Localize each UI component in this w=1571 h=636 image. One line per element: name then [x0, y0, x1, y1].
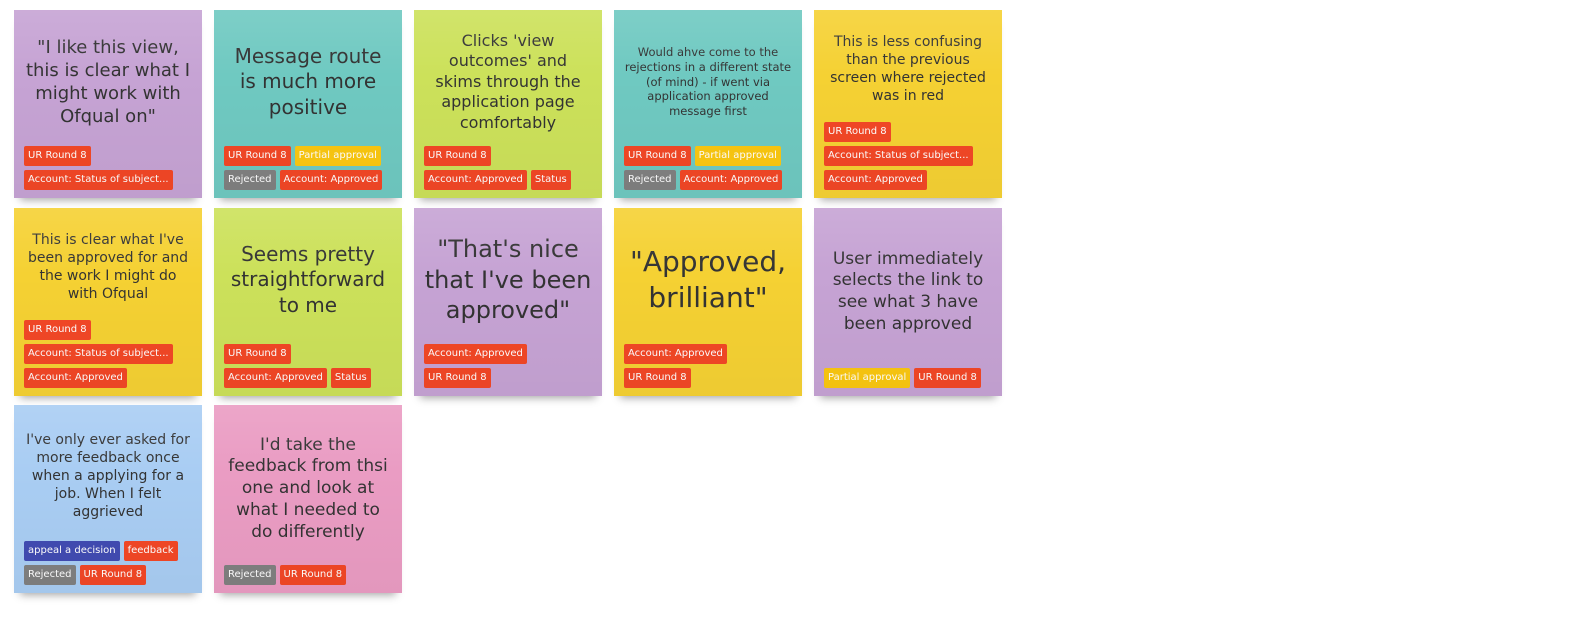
- tag-ur-round-8[interactable]: UR Round 8: [224, 344, 291, 364]
- note-tags: Rejected UR Round 8: [224, 565, 392, 585]
- tag-account-status-of-subject[interactable]: Account: Status of subject...: [24, 344, 173, 364]
- tag-rejected[interactable]: Rejected: [224, 565, 276, 585]
- tag-ur-round-8[interactable]: UR Round 8: [424, 368, 491, 388]
- note-tags: UR Round 8 Partial approval Rejected Acc…: [224, 146, 392, 190]
- note-tags: UR Round 8 Account: Approved Status: [224, 344, 392, 388]
- tag-account-approved[interactable]: Account: Approved: [679, 170, 783, 190]
- tag-rejected[interactable]: Rejected: [24, 565, 76, 585]
- tag-ur-round-8[interactable]: UR Round 8: [24, 146, 91, 166]
- tag-account-approved[interactable]: Account: Approved: [824, 170, 927, 190]
- note-tags: Account: Approved UR Round 8: [424, 344, 592, 388]
- tag-feedback[interactable]: feedback: [123, 541, 178, 561]
- tag-account-approved[interactable]: Account: Approved: [624, 344, 727, 364]
- note-text: Message route is much more positive: [234, 43, 382, 119]
- sticky-note[interactable]: "That's nice that I've been approved" Ac…: [414, 208, 602, 396]
- sticky-note[interactable]: I'd take the feedback from thsi one and …: [214, 405, 402, 593]
- tag-ur-round-8[interactable]: UR Round 8: [824, 122, 891, 142]
- note-tags: UR Round 8 Account: Status of subject...…: [24, 320, 192, 388]
- tag-ur-round-8[interactable]: UR Round 8: [624, 146, 691, 166]
- tag-ur-round-8[interactable]: UR Round 8: [914, 368, 981, 388]
- note-tags: Account: Approved UR Round 8: [624, 344, 792, 388]
- tag-account-approved[interactable]: Account: Approved: [24, 368, 127, 388]
- note-text: "I like this view, this is clear what I …: [25, 36, 191, 128]
- note-tags: UR Round 8 Account: Status of subject...: [24, 146, 192, 190]
- note-text: User immediately selects the link to see…: [832, 248, 984, 334]
- sticky-note[interactable]: Message route is much more positive UR R…: [214, 10, 402, 198]
- sticky-note[interactable]: "I like this view, this is clear what I …: [14, 10, 202, 198]
- note-text: "Approved, brilliant": [629, 245, 787, 314]
- sticky-note[interactable]: I've only ever asked for more feedback o…: [14, 405, 202, 593]
- tag-status[interactable]: Status: [530, 170, 571, 190]
- sticky-note[interactable]: Clicks 'view outcomes' and skims through…: [414, 10, 602, 198]
- note-text: Clicks 'view outcomes' and skims through…: [435, 30, 581, 132]
- tag-ur-round-8[interactable]: UR Round 8: [279, 565, 347, 585]
- tag-account-approved[interactable]: Account: Approved: [424, 170, 527, 190]
- tag-rejected[interactable]: Rejected: [224, 170, 276, 190]
- note-text: I'd take the feedback from thsi one and …: [228, 434, 388, 542]
- tag-partial-approval[interactable]: Partial approval: [824, 368, 911, 388]
- tag-account-status-of-subject[interactable]: Account: Status of subject...: [24, 170, 173, 190]
- sticky-note[interactable]: This is less confusing than the previous…: [814, 10, 1002, 198]
- note-text: "That's nice that I've been approved": [424, 234, 592, 325]
- tag-rejected[interactable]: Rejected: [624, 170, 676, 190]
- sticky-note[interactable]: "Approved, brilliant" Account: Approved …: [614, 208, 802, 396]
- tag-ur-round-8[interactable]: UR Round 8: [79, 565, 147, 585]
- sticky-note[interactable]: User immediately selects the link to see…: [814, 208, 1002, 396]
- sticky-note[interactable]: Seems pretty straightforward to me UR Ro…: [214, 208, 402, 396]
- note-text: Seems pretty straightforward to me: [230, 241, 386, 317]
- tag-ur-round-8[interactable]: UR Round 8: [624, 368, 691, 388]
- note-tags: Partial approval UR Round 8: [824, 368, 992, 388]
- tag-account-approved[interactable]: Account: Approved: [279, 170, 383, 190]
- tag-account-status-of-subject[interactable]: Account: Status of subject...: [824, 146, 973, 166]
- note-tags: UR Round 8 Account: Status of subject...…: [824, 122, 992, 190]
- tag-account-approved[interactable]: Account: Approved: [224, 368, 327, 388]
- note-text: Would ahve come to the rejections in a d…: [624, 45, 792, 119]
- tag-partial-approval[interactable]: Partial approval: [694, 146, 781, 166]
- note-tags: UR Round 8 Account: Approved Status: [424, 146, 592, 190]
- tag-ur-round-8[interactable]: UR Round 8: [224, 146, 291, 166]
- tag-partial-approval[interactable]: Partial approval: [294, 146, 381, 166]
- tag-appeal-a-decision[interactable]: appeal a decision: [24, 541, 120, 561]
- note-tags: appeal a decision feedback Rejected UR R…: [24, 541, 192, 585]
- sticky-note[interactable]: This is clear what I've been approved fo…: [14, 208, 202, 396]
- note-text: I've only ever asked for more feedback o…: [26, 432, 190, 520]
- note-text: This is clear what I've been approved fo…: [27, 232, 189, 302]
- sticky-note[interactable]: Would ahve come to the rejections in a d…: [614, 10, 802, 198]
- tag-ur-round-8[interactable]: UR Round 8: [424, 146, 491, 166]
- note-text: This is less confusing than the previous…: [830, 34, 986, 104]
- tag-account-approved[interactable]: Account: Approved: [424, 344, 527, 364]
- tag-status[interactable]: Status: [330, 368, 371, 388]
- note-tags: UR Round 8 Partial approval Rejected Acc…: [624, 146, 792, 190]
- tag-ur-round-8[interactable]: UR Round 8: [24, 320, 91, 340]
